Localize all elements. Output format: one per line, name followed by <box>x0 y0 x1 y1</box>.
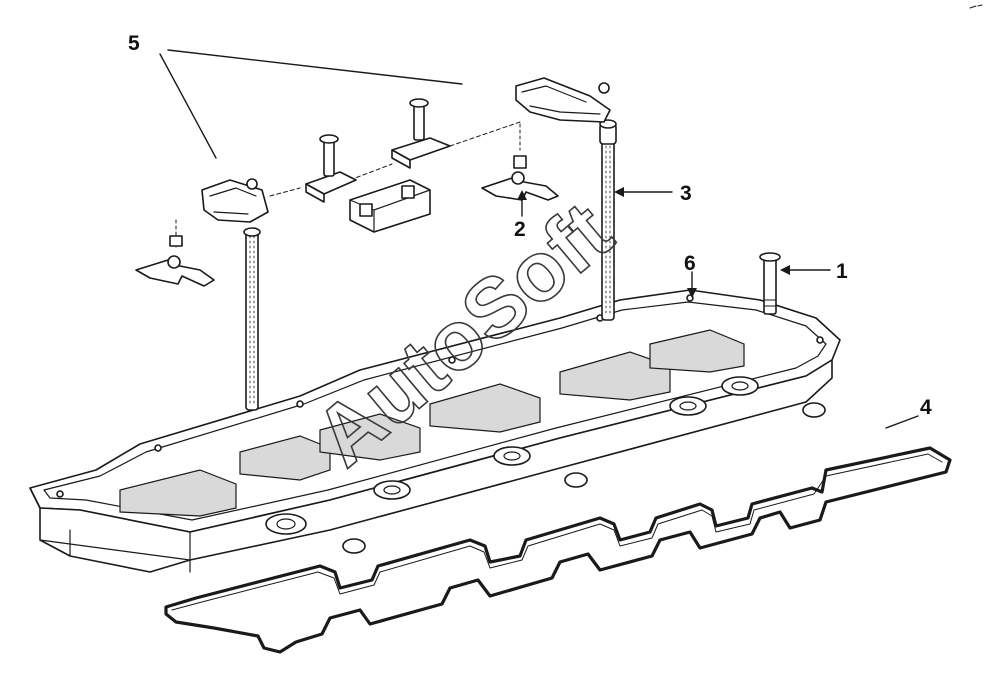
push-rod-left <box>243 227 261 411</box>
rocker-arm-left <box>201 178 269 223</box>
corner-mark <box>969 4 983 9</box>
callout-labels: 1 2 3 4 5 6 <box>128 32 932 419</box>
rim-bolt-holes <box>56 294 824 498</box>
mounting-bosses <box>265 376 759 535</box>
rocker-shaft <box>269 121 521 233</box>
callout-leaders <box>517 187 919 429</box>
mounting-bracket-left <box>135 219 215 287</box>
rocker-housing <box>29 289 841 573</box>
callout-1: 1 <box>836 260 848 283</box>
rocker-bolts <box>319 98 429 177</box>
plugs <box>342 402 826 554</box>
rocker-arm-assembly <box>159 49 611 233</box>
gasket <box>164 446 952 654</box>
mounting-bracket-right <box>481 123 559 201</box>
bolt <box>759 252 781 315</box>
callout-4: 4 <box>920 396 932 419</box>
housing-cavities <box>119 329 745 517</box>
push-rod-right <box>599 119 617 321</box>
callout-3: 3 <box>680 182 692 205</box>
rocker-arm-right <box>515 77 611 123</box>
callout-6: 6 <box>684 252 696 275</box>
callout-2: 2 <box>514 218 526 241</box>
callout-5: 5 <box>128 32 140 55</box>
